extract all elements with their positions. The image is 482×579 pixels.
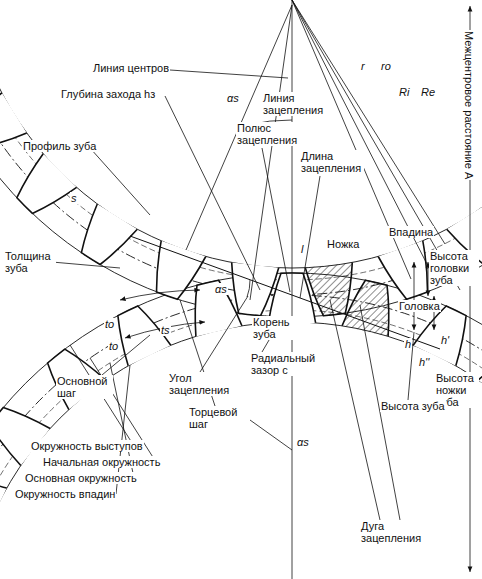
dimension-line [414, 262, 415, 330]
callout-label: Толщина зуба [4, 250, 56, 274]
center-line [292, 0, 293, 579]
callout-label: Основной шаг [56, 375, 113, 399]
leader-line [52, 262, 120, 268]
leader-line [262, 148, 290, 292]
symbol-label: h [404, 338, 412, 350]
leader-line [170, 70, 288, 78]
gear-tooth [0, 478, 7, 531]
tip-circle [0, 0, 482, 317]
callout-label: Основная окружность [24, 472, 138, 484]
symbol-label: Re [420, 86, 436, 98]
callout-label: Торцевой шаг [188, 406, 248, 430]
symbol-label: l [300, 243, 304, 255]
callout-label: Линия центров [92, 62, 170, 74]
leader-line [330, 300, 380, 520]
callout-label: Высота зуба [380, 400, 446, 412]
callout-label: Радиальный зазор c [250, 352, 322, 376]
pitch-arc [120, 290, 200, 300]
callout-label: Окружность выступов [30, 440, 144, 452]
tip-circle [0, 273, 482, 579]
symbol-label: s [70, 192, 78, 204]
radius-line [292, 0, 460, 290]
callout-label: Длина зацепления [300, 150, 364, 174]
symbol-label: to [108, 340, 119, 352]
root-circle [0, 322, 482, 579]
symbol-label: to [104, 318, 115, 330]
symbol-label: αs [296, 436, 310, 448]
region-label: Ножка [326, 238, 360, 250]
leader-line [300, 176, 320, 298]
base-circle [0, 310, 482, 579]
depth-line [250, 5, 292, 300]
leader-line [200, 296, 248, 372]
dimension-label: Межцентровое расстояние A [463, 30, 475, 180]
leader-line [250, 420, 292, 450]
callout-label: Линия зацепления [262, 92, 326, 116]
symbol-label: Ri [398, 86, 410, 98]
callout-label: Корень зуба [252, 316, 299, 340]
callout-label: Профиль зуба [22, 140, 97, 152]
line-of-action [130, 236, 440, 349]
callout-label: Глубина захода hз [60, 88, 156, 100]
callout-label: Угол зацепления [168, 372, 236, 396]
gear-tooth [195, 280, 242, 336]
symbol-label: h'' [418, 356, 430, 368]
gear-tooth [81, 204, 137, 265]
leader-line [360, 305, 400, 520]
symbol-label: ts [160, 324, 171, 336]
symbol-label: ro [380, 60, 392, 72]
callout-label: Полюс зацепления [236, 122, 298, 146]
root-circle [0, 0, 482, 268]
gear-tooth [118, 306, 171, 366]
symbol-label: r [360, 60, 366, 72]
symbol-label: αs [226, 92, 240, 104]
gear-tooth [17, 154, 77, 214]
angle-arc [247, 280, 250, 297]
symbol-label: αs [214, 283, 228, 295]
pitch-arc [125, 322, 205, 338]
callout-label: Дуга зацепления [360, 520, 424, 544]
symbol-label: h' [440, 334, 450, 346]
region-label: Впадина [388, 226, 434, 238]
callout-label: Начальная окружность [42, 456, 161, 468]
region-label: Головка [398, 300, 441, 312]
base-circle [0, 0, 482, 280]
pitch-circle [0, 295, 482, 579]
callout-label: Высота головки зуба [429, 250, 479, 286]
callout-label: Окружность впадин [14, 488, 116, 500]
leader-line [90, 148, 150, 215]
